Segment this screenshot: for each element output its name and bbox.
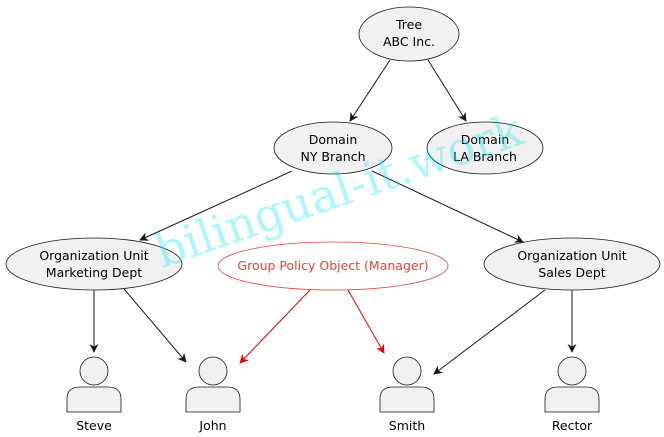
node-tree-shape xyxy=(358,6,460,62)
user-icon xyxy=(544,356,600,413)
actor-rector-label: Rector xyxy=(552,418,593,433)
node-la-branch: Domain LA Branch xyxy=(426,121,544,175)
actor-smith: Smith xyxy=(379,356,435,433)
node-sales-dept-line-2: Sales Dept xyxy=(538,265,605,280)
edge-sales-to-smith xyxy=(433,289,546,375)
node-ny-branch-shape xyxy=(273,121,393,175)
node-la-branch-line-2: LA Branch xyxy=(453,149,517,164)
edge-marketing-to-john xyxy=(123,288,187,363)
edge-tree-to-ny xyxy=(349,59,391,122)
edge-gpo-to-john xyxy=(239,289,311,364)
edge-ny-to-sales xyxy=(371,170,524,243)
edge-ny-to-marketing xyxy=(139,170,293,241)
node-tree: Tree ABC Inc. xyxy=(358,6,460,62)
node-group-policy-object-label: Group Policy Object (Manager) xyxy=(237,258,428,273)
node-marketing-dept-line-1: Organization Unit xyxy=(39,248,148,263)
node-sales-dept-shape xyxy=(483,237,661,291)
node-sales-dept-line-1: Organization Unit xyxy=(517,248,626,263)
user-icon xyxy=(185,356,241,413)
actor-steve: Steve xyxy=(66,356,122,433)
user-icon xyxy=(379,356,435,413)
node-tree-line-2: ABC Inc. xyxy=(383,34,435,49)
edge-tree-to-la xyxy=(427,59,467,122)
actor-steve-label: Steve xyxy=(76,418,112,433)
node-group-policy-object-shape xyxy=(217,241,449,291)
node-group-policy-object: Group Policy Object (Manager) xyxy=(217,241,449,291)
edges xyxy=(89,59,577,375)
node-ny-branch-line-1: Domain xyxy=(309,132,358,147)
actor-john: John xyxy=(185,356,241,433)
edge-gpo-to-smith xyxy=(347,289,385,354)
node-tree-line-1: Tree xyxy=(395,17,422,32)
node-marketing-dept-shape xyxy=(5,237,183,291)
actor-john-label: John xyxy=(198,418,226,433)
node-la-branch-shape xyxy=(426,121,544,175)
actor-smith-label: Smith xyxy=(389,418,425,433)
node-sales-dept: Organization Unit Sales Dept xyxy=(483,237,661,291)
user-icon xyxy=(66,356,122,413)
node-marketing-dept: Organization Unit Marketing Dept xyxy=(5,237,183,291)
node-ny-branch: Domain NY Branch xyxy=(273,121,393,175)
node-marketing-dept-line-2: Marketing Dept xyxy=(46,265,143,280)
actor-rector: Rector xyxy=(544,356,600,433)
node-la-branch-line-1: Domain xyxy=(461,132,510,147)
node-ny-branch-line-2: NY Branch xyxy=(300,149,365,164)
